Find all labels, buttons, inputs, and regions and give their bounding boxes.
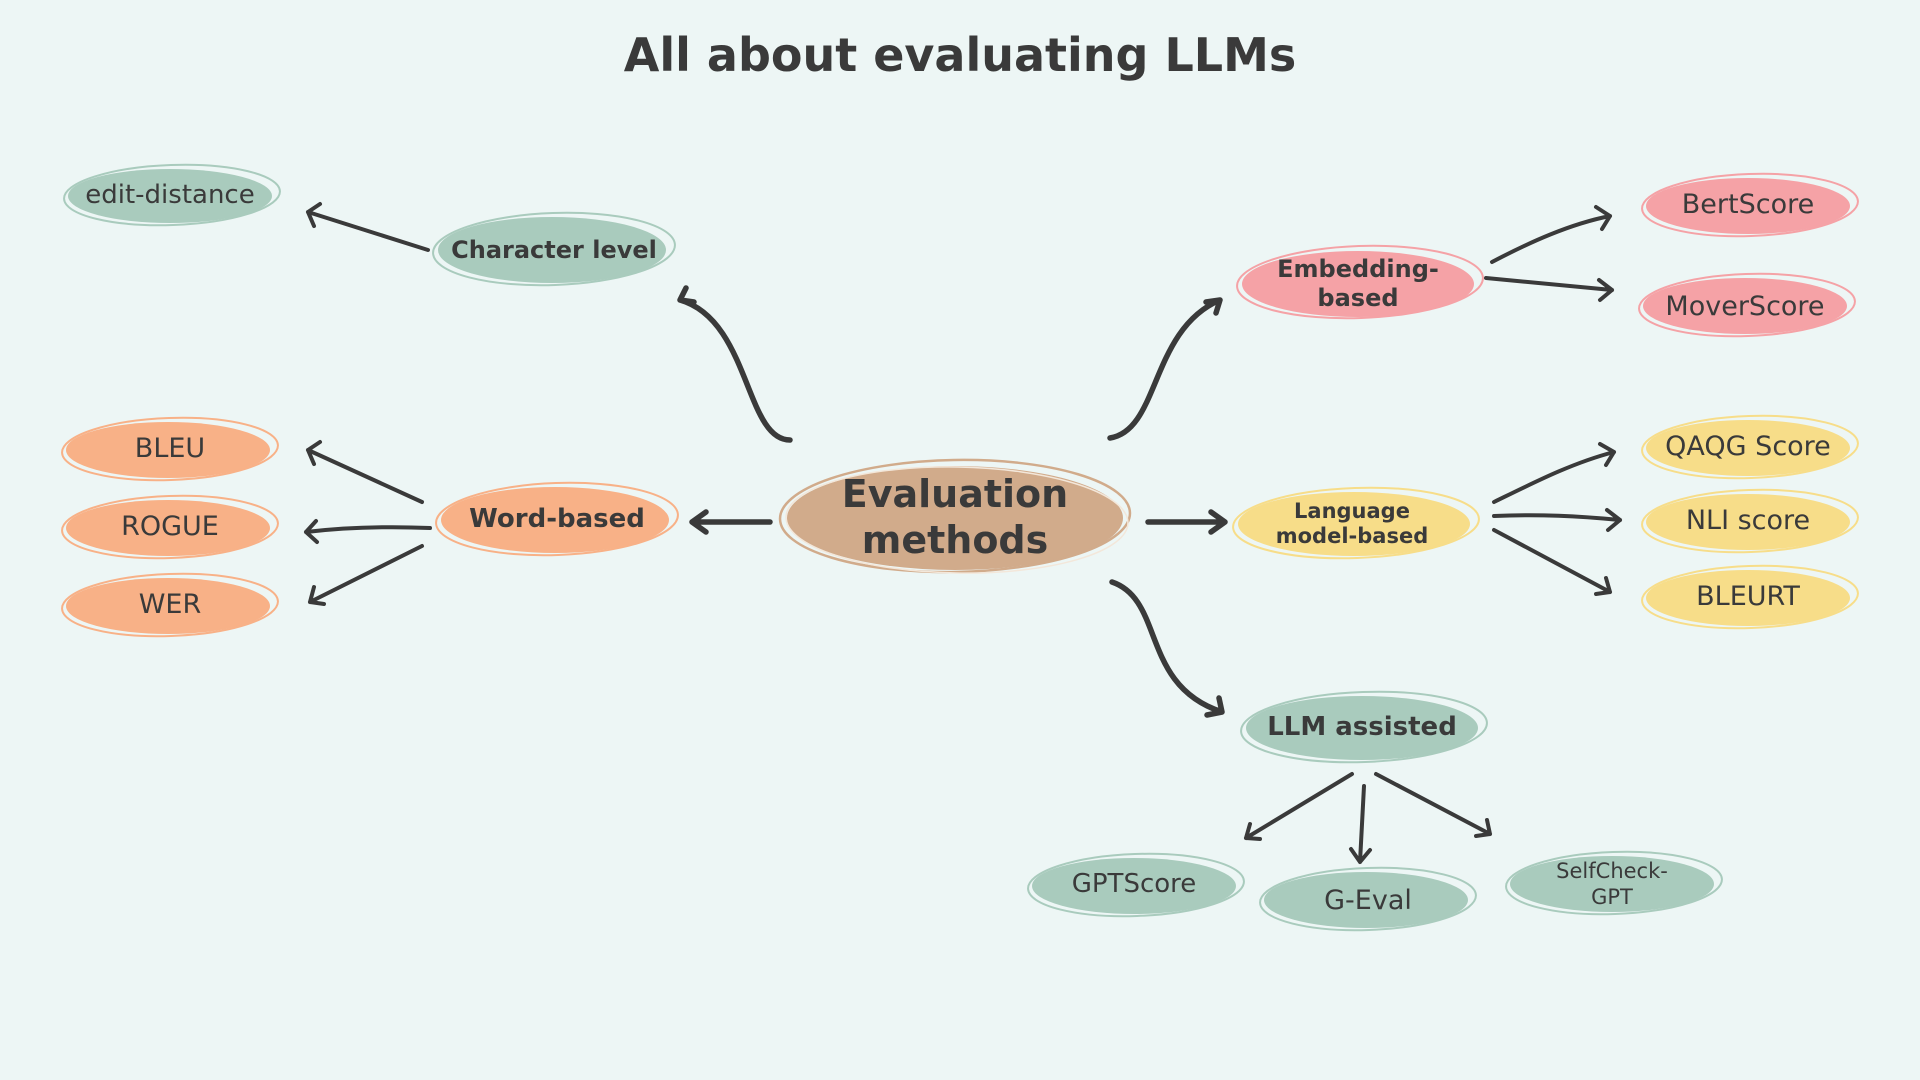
arrow-embedding-to-bertscore	[1490, 205, 1612, 264]
moverscore-label: MoverScore	[1665, 290, 1825, 322]
edit-distance-shape	[63, 163, 281, 227]
word-node-shape	[435, 481, 679, 557]
node-shapes	[61, 163, 1859, 932]
llm-assisted-label: LLM assisted	[1267, 712, 1457, 743]
rogue-label: ROGUE	[121, 510, 219, 542]
arrow-center-to-language	[1145, 509, 1228, 535]
arrow-llm-to-geval	[1349, 784, 1372, 864]
arrow-center-to-embedding	[1107, 297, 1223, 441]
wer-label: WER	[138, 588, 202, 620]
wer-shape	[61, 572, 279, 638]
nli-score-label: NLI score	[1685, 504, 1811, 536]
edit-distance-label: edit-distance	[85, 180, 255, 211]
language-node-shape	[1232, 486, 1480, 560]
arrow-center-to-word	[689, 509, 773, 535]
arrow-language-to-qaqg	[1492, 442, 1616, 504]
arrow-embedding-to-moverscore	[1484, 276, 1614, 302]
bleurt-label: BLEURT	[1696, 580, 1800, 612]
bleurt-shape	[1641, 564, 1859, 630]
center-node-label: Evaluation methods	[841, 472, 1069, 562]
embedding-node-shape	[1236, 244, 1484, 320]
qaqg-shape	[1641, 414, 1859, 480]
gptscore-shape	[1027, 852, 1245, 918]
word-based-label: Word-based	[469, 504, 645, 535]
character-level-label: Character level	[451, 235, 657, 264]
arrow-language-to-bleurt	[1492, 528, 1612, 596]
bleu-shape	[61, 416, 279, 482]
character-node-shape	[432, 211, 676, 287]
arrow-llm-to-selfcheck	[1374, 772, 1492, 838]
language-model-based-label: Language model-based	[1275, 498, 1429, 548]
arrow-center-to-character	[677, 285, 793, 443]
arrow-llm-to-gptscore	[1244, 772, 1354, 841]
connectors	[304, 202, 1622, 864]
diagram-title: All about evaluating LLMs	[623, 28, 1297, 82]
g-eval-label: G-Eval	[1324, 884, 1412, 916]
arrow-word-to-wer	[308, 544, 424, 606]
selfcheck-gpt-label: SelfCheck- GPT	[1556, 858, 1668, 909]
arrow-word-to-bleu	[306, 440, 424, 504]
moverscore-shape	[1638, 272, 1856, 338]
qaqg-score-label: QAQG Score	[1665, 430, 1831, 462]
bertscore-shape	[1641, 172, 1859, 238]
nli-shape	[1641, 488, 1859, 554]
arrow-word-to-rogue	[304, 519, 432, 544]
gptscore-label: GPTScore	[1071, 869, 1197, 900]
geval-shape	[1259, 866, 1477, 932]
rogue-shape	[61, 494, 279, 560]
llm-node-shape	[1240, 690, 1488, 764]
selfcheck-shape	[1505, 850, 1723, 916]
embedding-based-label: Embedding- based	[1277, 255, 1439, 312]
center-node-shape	[778, 458, 1132, 574]
arrow-language-to-nli	[1492, 508, 1622, 532]
bleu-label: BLEU	[134, 432, 206, 464]
arrow-center-to-llm	[1109, 579, 1225, 718]
bertscore-label: BertScore	[1681, 188, 1815, 220]
arrow-character-to-edit-distance	[306, 202, 430, 252]
